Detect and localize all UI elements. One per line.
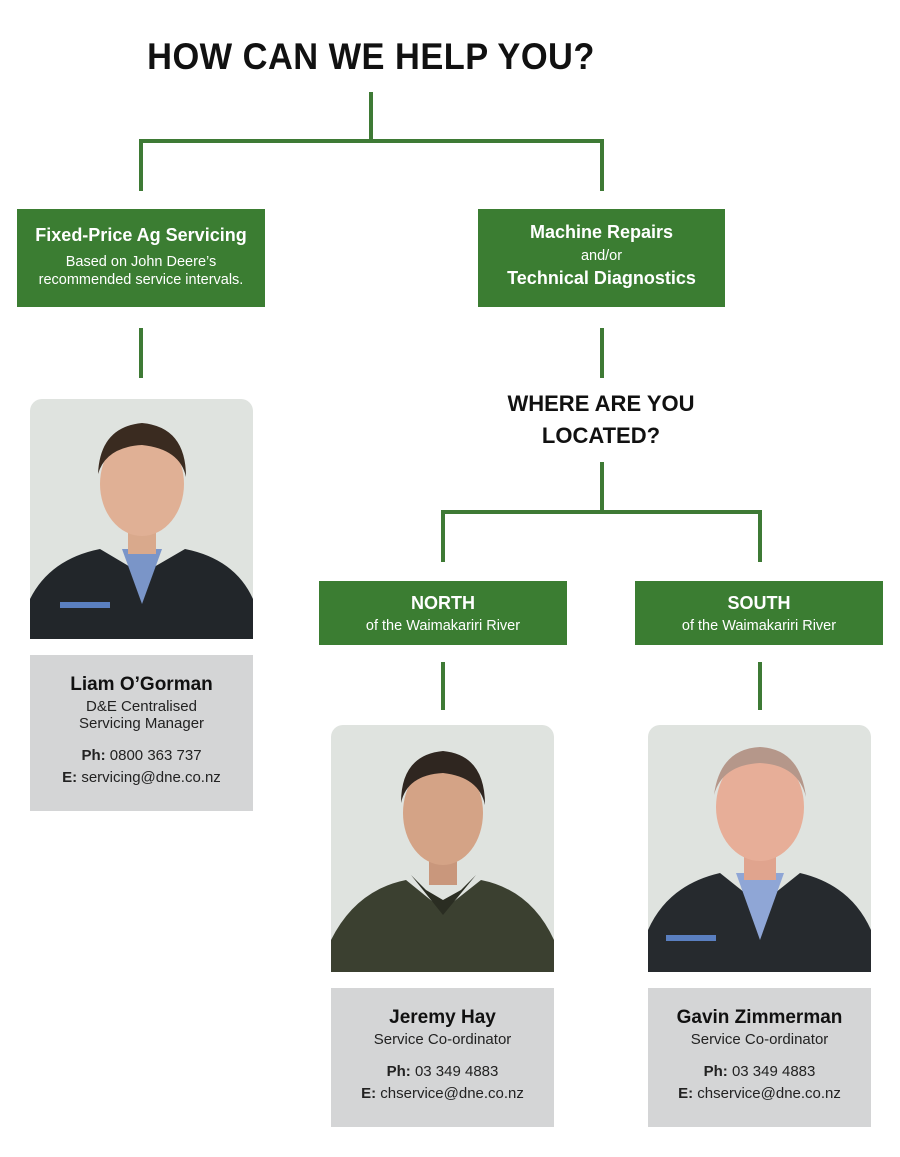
- staff-photo: [30, 399, 253, 639]
- location-question: WHERE ARE YOU LOCATED?: [480, 388, 722, 452]
- contact-name: Jeremy Hay: [389, 1007, 496, 1028]
- email-address[interactable]: chservice@dne.co.nz: [697, 1085, 841, 1102]
- question-line: WHERE ARE YOU: [507, 391, 695, 416]
- person-portrait: [30, 423, 253, 639]
- phone-label: Ph:: [703, 1063, 728, 1080]
- phone-label: Ph:: [386, 1063, 411, 1080]
- contact-role: Servicing Manager: [78, 715, 205, 732]
- email-label: E:: [62, 769, 78, 786]
- contact-card: Liam O’Gorman D&E Centralised Servicing …: [30, 655, 253, 811]
- box-heading: Machine Repairs: [529, 222, 674, 242]
- box-subtext: recommended service intervals.: [38, 272, 244, 288]
- box-heading: SOUTH: [727, 593, 791, 613]
- contact-name: Liam O’Gorman: [70, 674, 213, 695]
- box-subtext: of the Waimakariri River: [681, 618, 837, 634]
- person-portrait: [648, 747, 871, 972]
- box-heading: Technical Diagnostics: [507, 268, 696, 288]
- connector-line: [600, 328, 604, 378]
- box-heading: NORTH: [411, 593, 475, 613]
- email-label: E:: [678, 1085, 694, 1102]
- contact-role: D&E Centralised: [86, 698, 197, 715]
- machine-repairs-box: Machine Repairs and/or Technical Diagnos…: [478, 209, 725, 307]
- connector-line: [441, 510, 445, 562]
- contact-email: E: chservice@dne.co.nz: [648, 1083, 871, 1105]
- phone-number[interactable]: 03 349 4883: [731, 1063, 816, 1080]
- box-heading: Fixed-Price Ag Servicing: [35, 225, 247, 245]
- connector-line: [600, 462, 604, 512]
- email-address[interactable]: servicing@dne.co.nz: [81, 769, 221, 786]
- connector-line: [441, 510, 762, 514]
- fixed-price-servicing-box: Fixed-Price Ag Servicing Based on John D…: [17, 209, 265, 307]
- phone-number[interactable]: 03 349 4883: [414, 1063, 499, 1080]
- south-box: SOUTH of the Waimakariri River: [635, 581, 883, 645]
- contact-email: E: servicing@dne.co.nz: [30, 767, 253, 789]
- contact-phone: Ph: 03 349 4883: [331, 1061, 554, 1083]
- email-label: E:: [361, 1085, 377, 1102]
- contact-role: Service Co-ordinator: [373, 1031, 512, 1048]
- contact-card: Jeremy Hay Service Co-ordinator Ph: 03 3…: [331, 988, 554, 1127]
- connector-line: [600, 139, 604, 191]
- page-title: HOW CAN WE HELP YOU?: [147, 36, 595, 77]
- connector-line: [139, 139, 143, 191]
- box-subtext: of the Waimakariri River: [365, 618, 521, 634]
- contact-phone: Ph: 0800 363 737: [30, 745, 253, 767]
- contact-name: Gavin Zimmerman: [676, 1007, 843, 1028]
- north-box: NORTH of the Waimakariri River: [319, 581, 567, 645]
- person-portrait: [331, 751, 554, 972]
- staff-photo: [648, 725, 871, 972]
- connector-line: [139, 139, 604, 143]
- connector-line: [369, 92, 373, 142]
- connector-line: [441, 662, 445, 710]
- box-subtext: Based on John Deere’s: [65, 254, 217, 270]
- connector-line: [139, 328, 143, 378]
- contact-email: E: chservice@dne.co.nz: [331, 1083, 554, 1105]
- connector-line: [758, 662, 762, 710]
- staff-photo: [331, 725, 554, 972]
- question-line: LOCATED?: [541, 423, 661, 448]
- contact-role: Service Co-ordinator: [690, 1031, 829, 1048]
- email-address[interactable]: chservice@dne.co.nz: [380, 1085, 524, 1102]
- connector-line: [758, 510, 762, 562]
- contact-phone: Ph: 03 349 4883: [648, 1061, 871, 1083]
- contact-card: Gavin Zimmerman Service Co-ordinator Ph:…: [648, 988, 871, 1127]
- phone-number[interactable]: 0800 363 737: [109, 747, 202, 764]
- box-connector-text: and/or: [580, 248, 623, 264]
- phone-label: Ph:: [81, 747, 106, 764]
